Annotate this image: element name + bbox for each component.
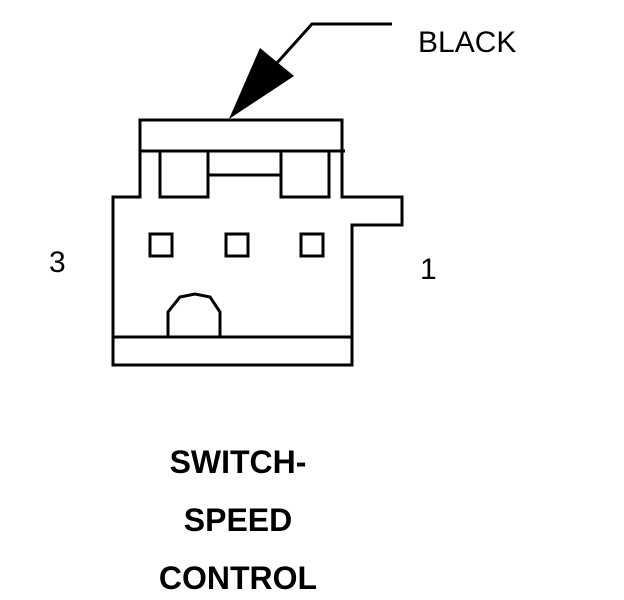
pin-label-3: 3: [49, 246, 66, 279]
polarizing-key: [166, 292, 222, 337]
component-title-line-1: SWITCH-: [169, 444, 307, 480]
connector-body: [111, 118, 404, 367]
terminal-cavity-2: [224, 232, 250, 258]
pin-label-1: 1: [420, 253, 437, 286]
latch-tab-right: [279, 149, 331, 199]
callout-leader-line: [274, 22, 392, 66]
component-title-line-3: CONTROL: [158, 560, 318, 596]
terminal-cavity-1: [299, 232, 325, 258]
terminal-cavity-3: [148, 232, 174, 258]
latch-tab-left: [158, 149, 210, 199]
callout-arrow-head: [229, 48, 294, 119]
wire-color-label: BLACK: [418, 26, 517, 59]
component-title-line-2: SPEED: [183, 502, 293, 538]
